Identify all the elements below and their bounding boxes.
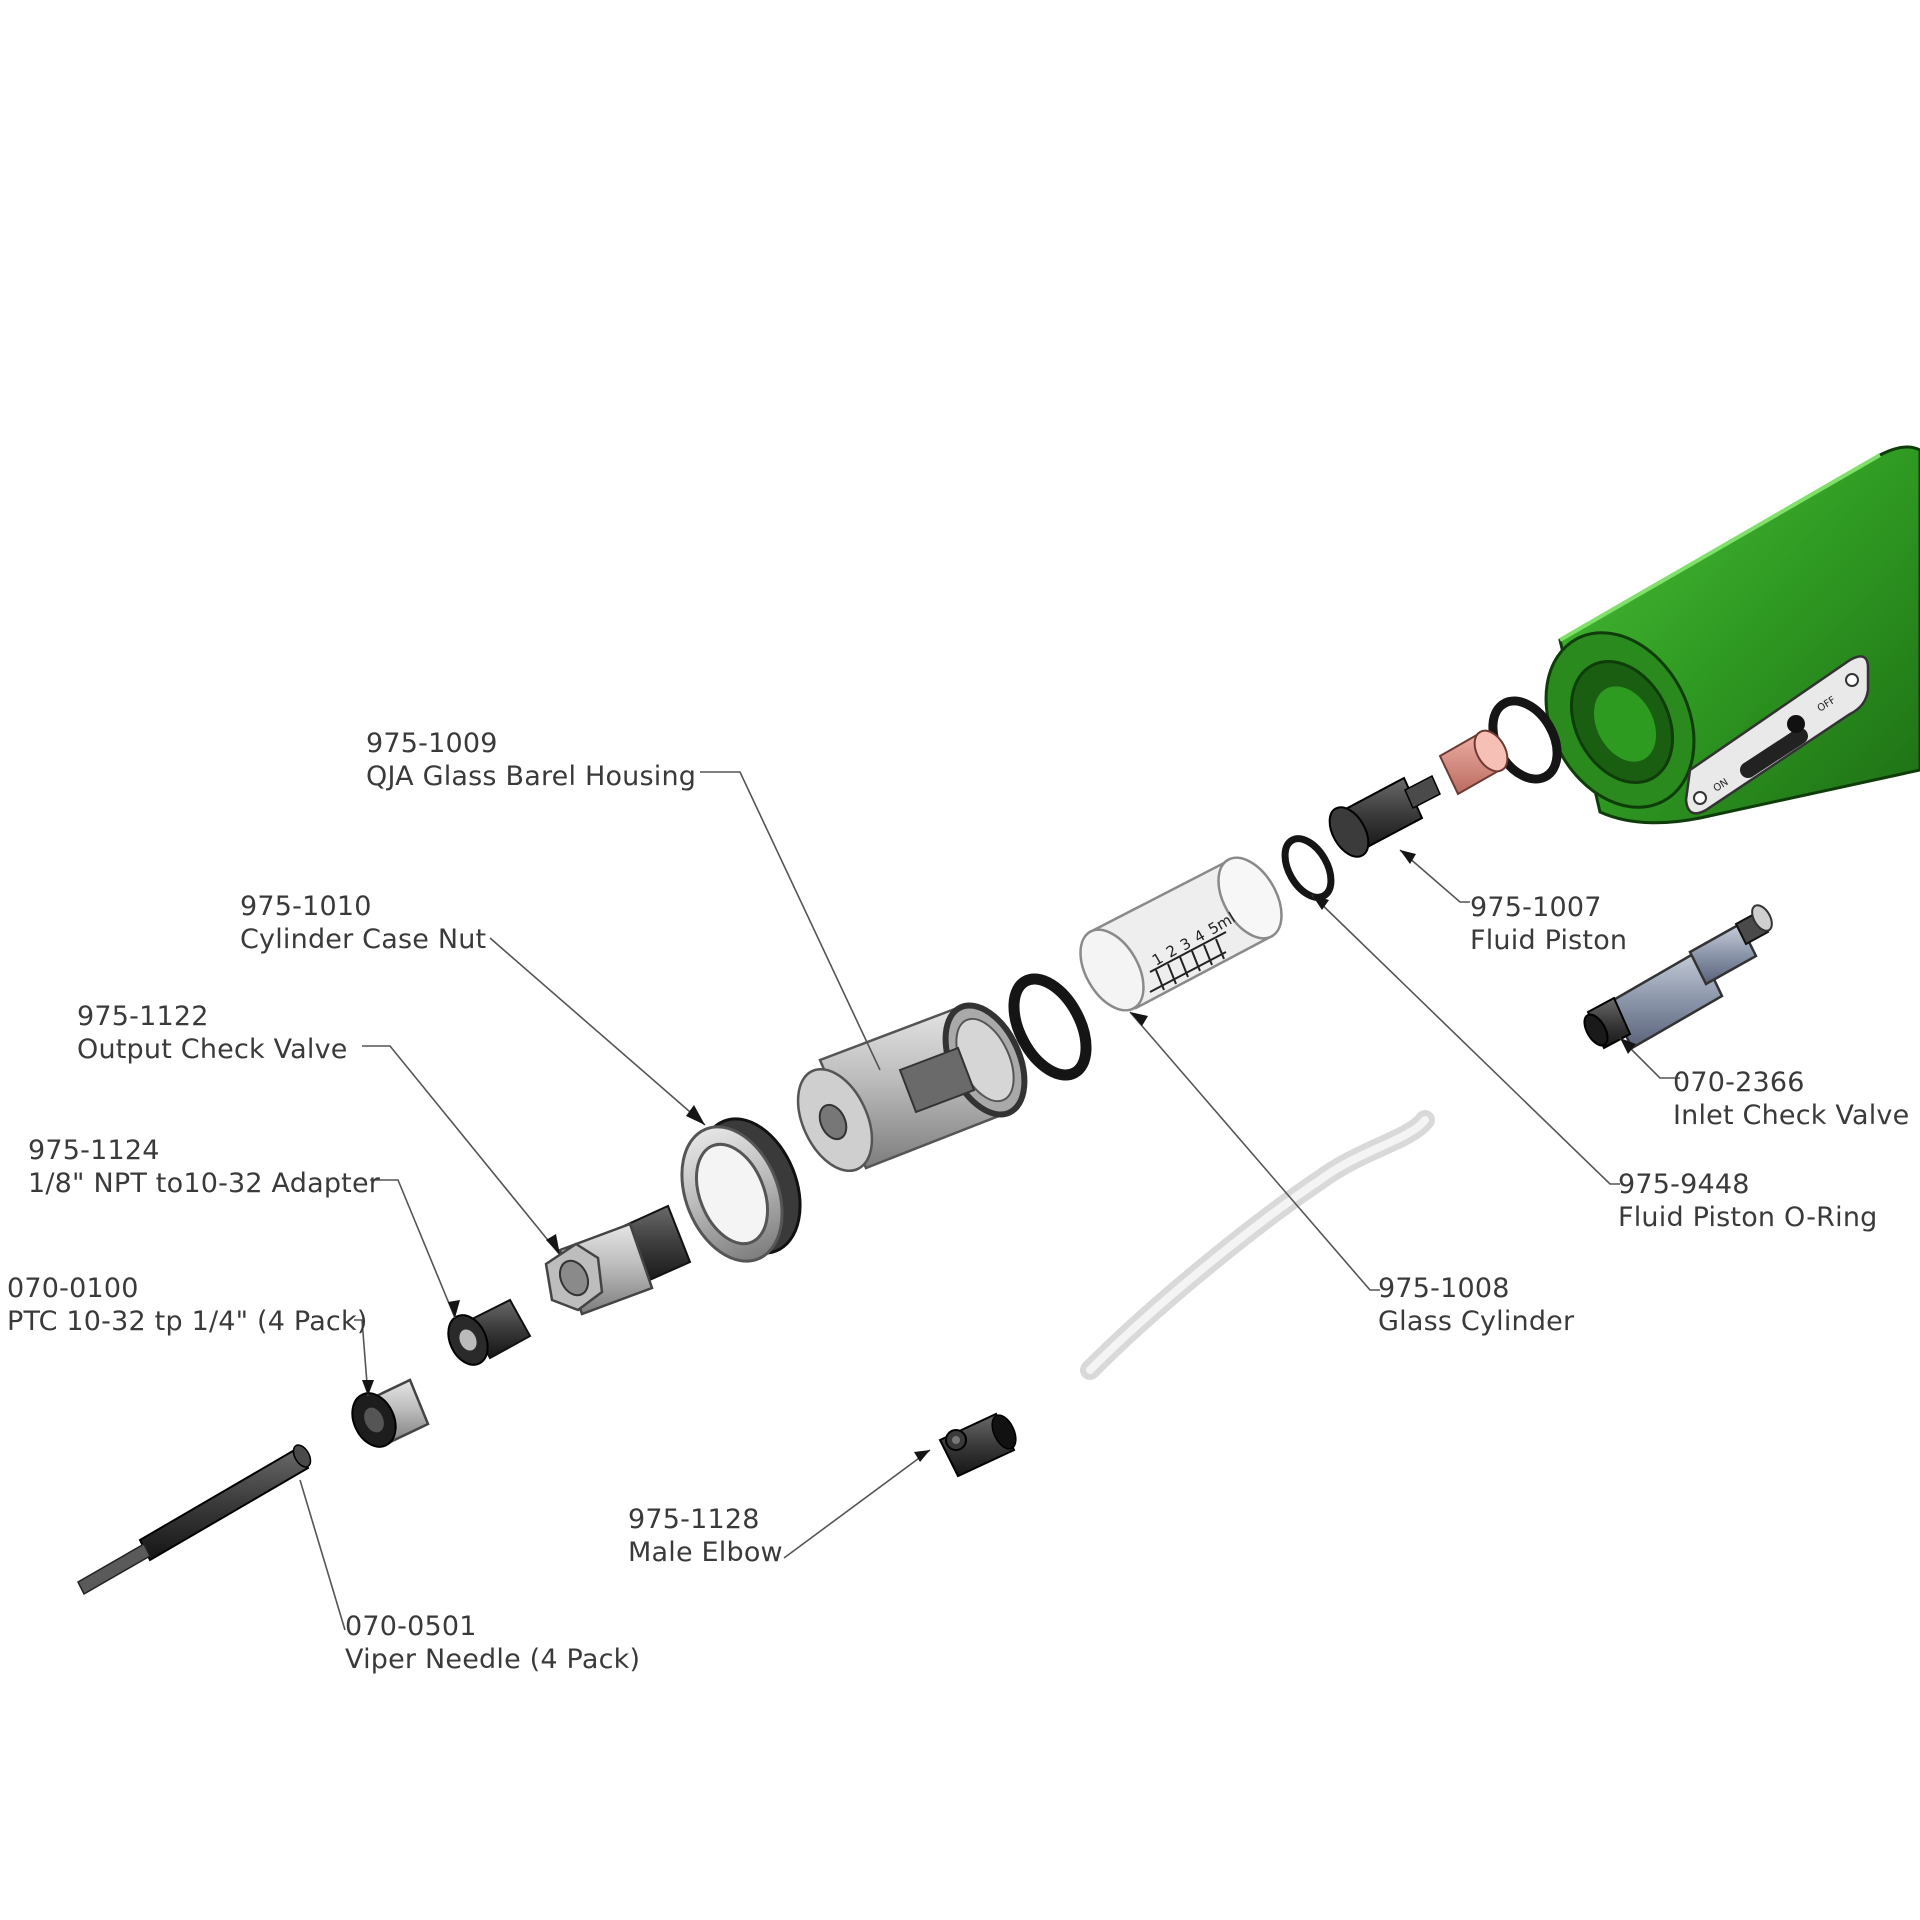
part-name: Male Elbow	[628, 1537, 783, 1568]
part-number: 975-1124	[28, 1135, 160, 1166]
callout-glass-cylinder: 975-1008 Glass Cylinder	[1378, 1272, 1574, 1338]
leader-needle	[299, 1479, 346, 1631]
viper-needle	[77, 1444, 312, 1596]
callout-inlet-valve: 070-2366 Inlet Check Valve	[1673, 1066, 1909, 1132]
on-off-switch-plate: ON OFF	[1684, 655, 1870, 815]
leader-output-valve	[362, 1045, 561, 1256]
part-name: QJA Glass Barel Housing	[366, 761, 697, 792]
part-name: Cylinder Case Nut	[240, 924, 487, 955]
fluid-piston	[1328, 774, 1441, 858]
leader-piston-oring	[1311, 894, 1620, 1185]
leader-glass-cylinder	[1129, 1011, 1380, 1291]
valve-body: ON OFF	[1544, 445, 1920, 825]
callout-adapter: 975-1124 1/8" NPT to10-32 Adapter	[28, 1134, 380, 1200]
output-check-valve	[544, 1204, 692, 1316]
part-number: 975-1007	[1470, 892, 1602, 923]
part-number: 070-0501	[345, 1611, 477, 1642]
leader-arrowheads	[362, 850, 1636, 1462]
cylinder-case-nut	[680, 1117, 802, 1263]
part-name: Inlet Check Valve	[1673, 1100, 1910, 1131]
leader-adapter	[370, 1179, 456, 1319]
part-number: 070-2366	[1673, 1067, 1805, 1098]
callout-qja-housing: 975-1009 QJA Glass Barel Housing	[366, 727, 696, 793]
leader-lines	[299, 771, 1680, 1631]
housing-o-ring	[1008, 973, 1092, 1081]
fluid-piston-o-ring	[1281, 835, 1335, 901]
leader-elbow	[783, 1449, 931, 1559]
part-number: 975-1122	[77, 1001, 209, 1032]
ptc-fitting	[351, 1378, 430, 1448]
leader-qja-housing	[700, 771, 881, 1071]
callout-needle: 070-0501 Viper Needle (4 Pack)	[345, 1610, 640, 1676]
part-name: PTC 10-32 tp 1/4" (4 Pack)	[7, 1306, 368, 1337]
callout-ptc: 070-0100 PTC 10-32 tp 1/4" (4 Pack)	[7, 1272, 368, 1338]
part-number: 975-1128	[628, 1504, 760, 1535]
part-number: 975-9448	[1618, 1169, 1750, 1200]
tubing	[1080, 1110, 1435, 1380]
callout-output-valve: 975-1122 Output Check Valve	[77, 1000, 348, 1066]
npt-adapter	[447, 1298, 532, 1366]
part-number: 975-1008	[1378, 1273, 1510, 1304]
part-name: Glass Cylinder	[1378, 1306, 1575, 1337]
glass-cylinder: 1 2 3 4 5ml	[1079, 856, 1283, 1012]
leader-inlet-valve	[1619, 1037, 1680, 1079]
part-name: Viper Needle (4 Pack)	[345, 1644, 641, 1675]
callout-elbow: 975-1128 Male Elbow	[628, 1503, 783, 1569]
leader-fluid-piston	[1399, 849, 1470, 903]
male-elbow	[938, 1412, 1017, 1478]
leader-case-nut	[489, 937, 706, 1126]
piston-seal	[1438, 729, 1509, 796]
part-number: 975-1010	[240, 891, 372, 922]
leader-ptc	[354, 1319, 369, 1397]
part-name: Fluid Piston O-Ring	[1618, 1202, 1878, 1233]
part-name: Fluid Piston	[1470, 925, 1628, 956]
qja-glass-barrel-housing	[796, 1002, 1028, 1173]
part-name: 1/8" NPT to10-32 Adapter	[28, 1168, 381, 1199]
callout-case-nut: 975-1010 Cylinder Case Nut	[240, 890, 486, 956]
callout-piston-oring: 975-9448 Fluid Piston O-Ring	[1618, 1168, 1877, 1234]
inlet-check-valve	[1583, 904, 1773, 1050]
part-name: Output Check Valve	[77, 1034, 348, 1065]
part-number: 070-0100	[7, 1273, 139, 1304]
part-number: 975-1009	[366, 728, 498, 759]
callout-fluid-piston: 975-1007 Fluid Piston	[1470, 891, 1627, 957]
